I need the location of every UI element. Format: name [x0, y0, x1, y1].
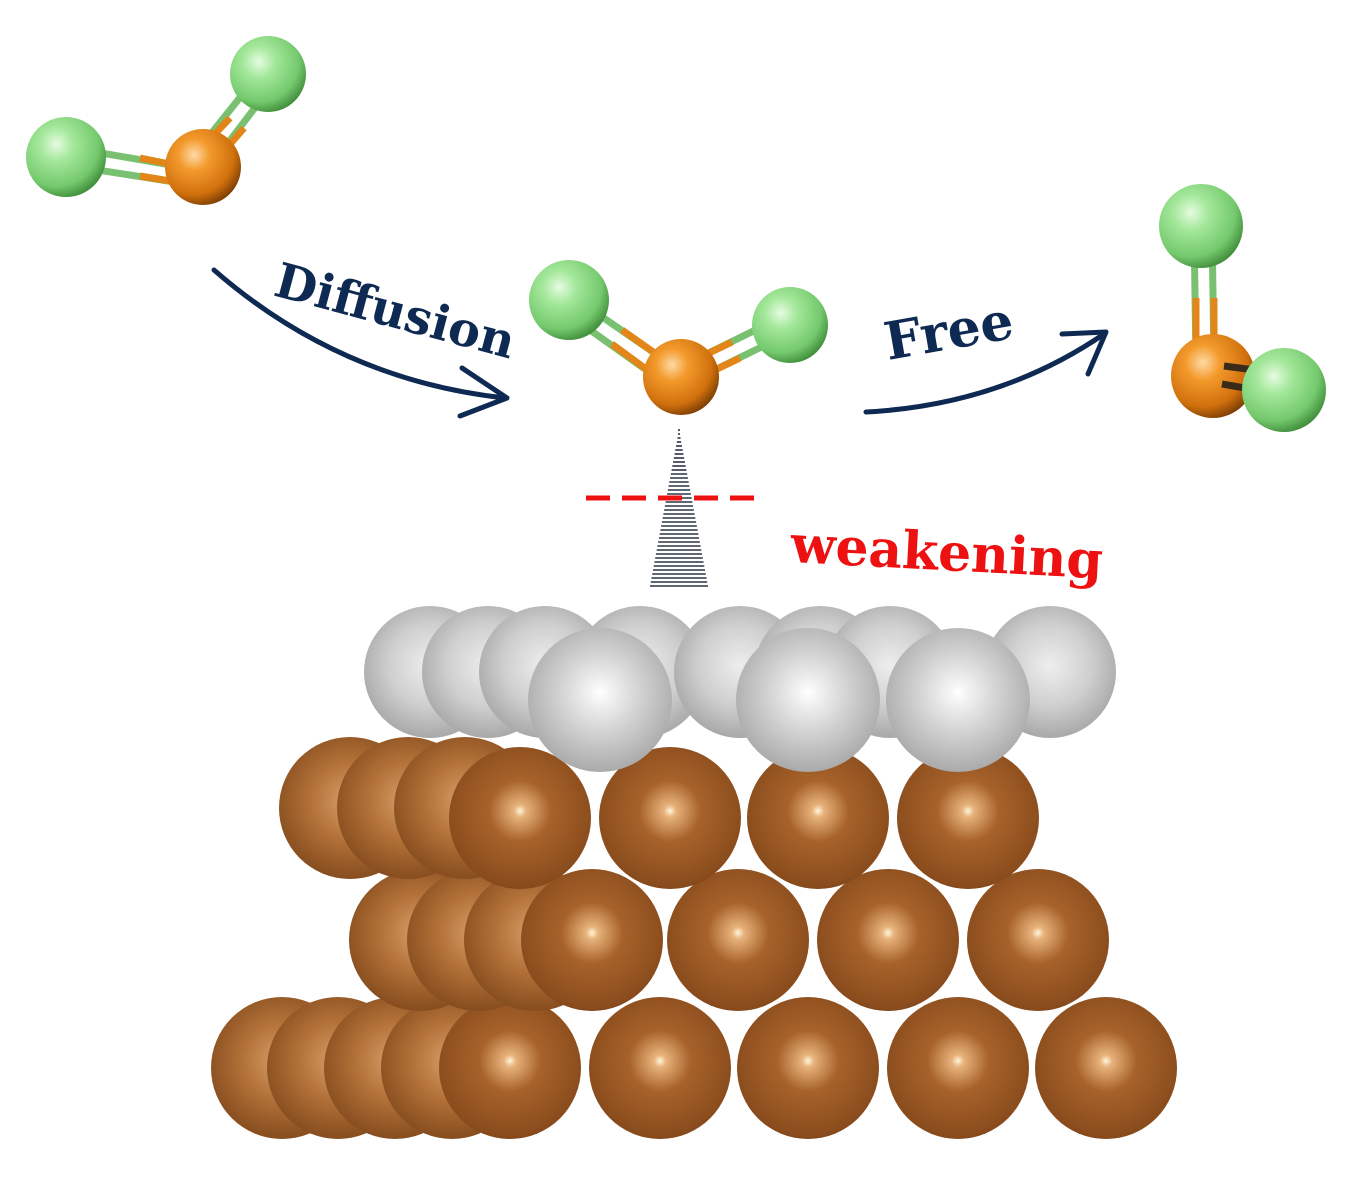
surface-atom [886, 628, 1030, 772]
copper-atom [667, 869, 809, 1011]
copper-atom [737, 997, 879, 1139]
copper-atom [449, 747, 591, 889]
surface-atom [528, 628, 672, 772]
surface-slab [211, 606, 1177, 1139]
free-label: Free [880, 290, 1018, 373]
surface-atom [736, 628, 880, 772]
copper-atom [1035, 997, 1177, 1139]
diffusion-label: Diffusion [269, 252, 521, 370]
center-atom [643, 339, 719, 415]
molecule-free [1159, 184, 1326, 432]
copper-atom [521, 869, 663, 1011]
copper-atom [747, 747, 889, 889]
copper-atom [589, 997, 731, 1139]
halogen-atom [529, 260, 609, 340]
center-atom [165, 129, 241, 205]
copper-atom [599, 747, 741, 889]
halogen-atom [1159, 184, 1243, 268]
diffusion-arrow [211, 267, 510, 419]
copper-atom [817, 869, 959, 1011]
free-arrow [863, 329, 1109, 415]
molecule-adsorbed [529, 260, 828, 415]
molecule-initial [26, 36, 306, 205]
halogen-atom [1242, 348, 1326, 432]
copper-atom [887, 997, 1029, 1139]
copper-atom [967, 869, 1109, 1011]
halogen-atom [230, 36, 306, 112]
interaction-cone [650, 429, 708, 587]
halogen-atom [752, 287, 828, 363]
copper-atom [439, 997, 581, 1139]
halogen-atom [26, 117, 106, 197]
weakening-label: weakening [788, 514, 1104, 591]
center-atom [1171, 334, 1255, 418]
copper-atom [897, 747, 1039, 889]
